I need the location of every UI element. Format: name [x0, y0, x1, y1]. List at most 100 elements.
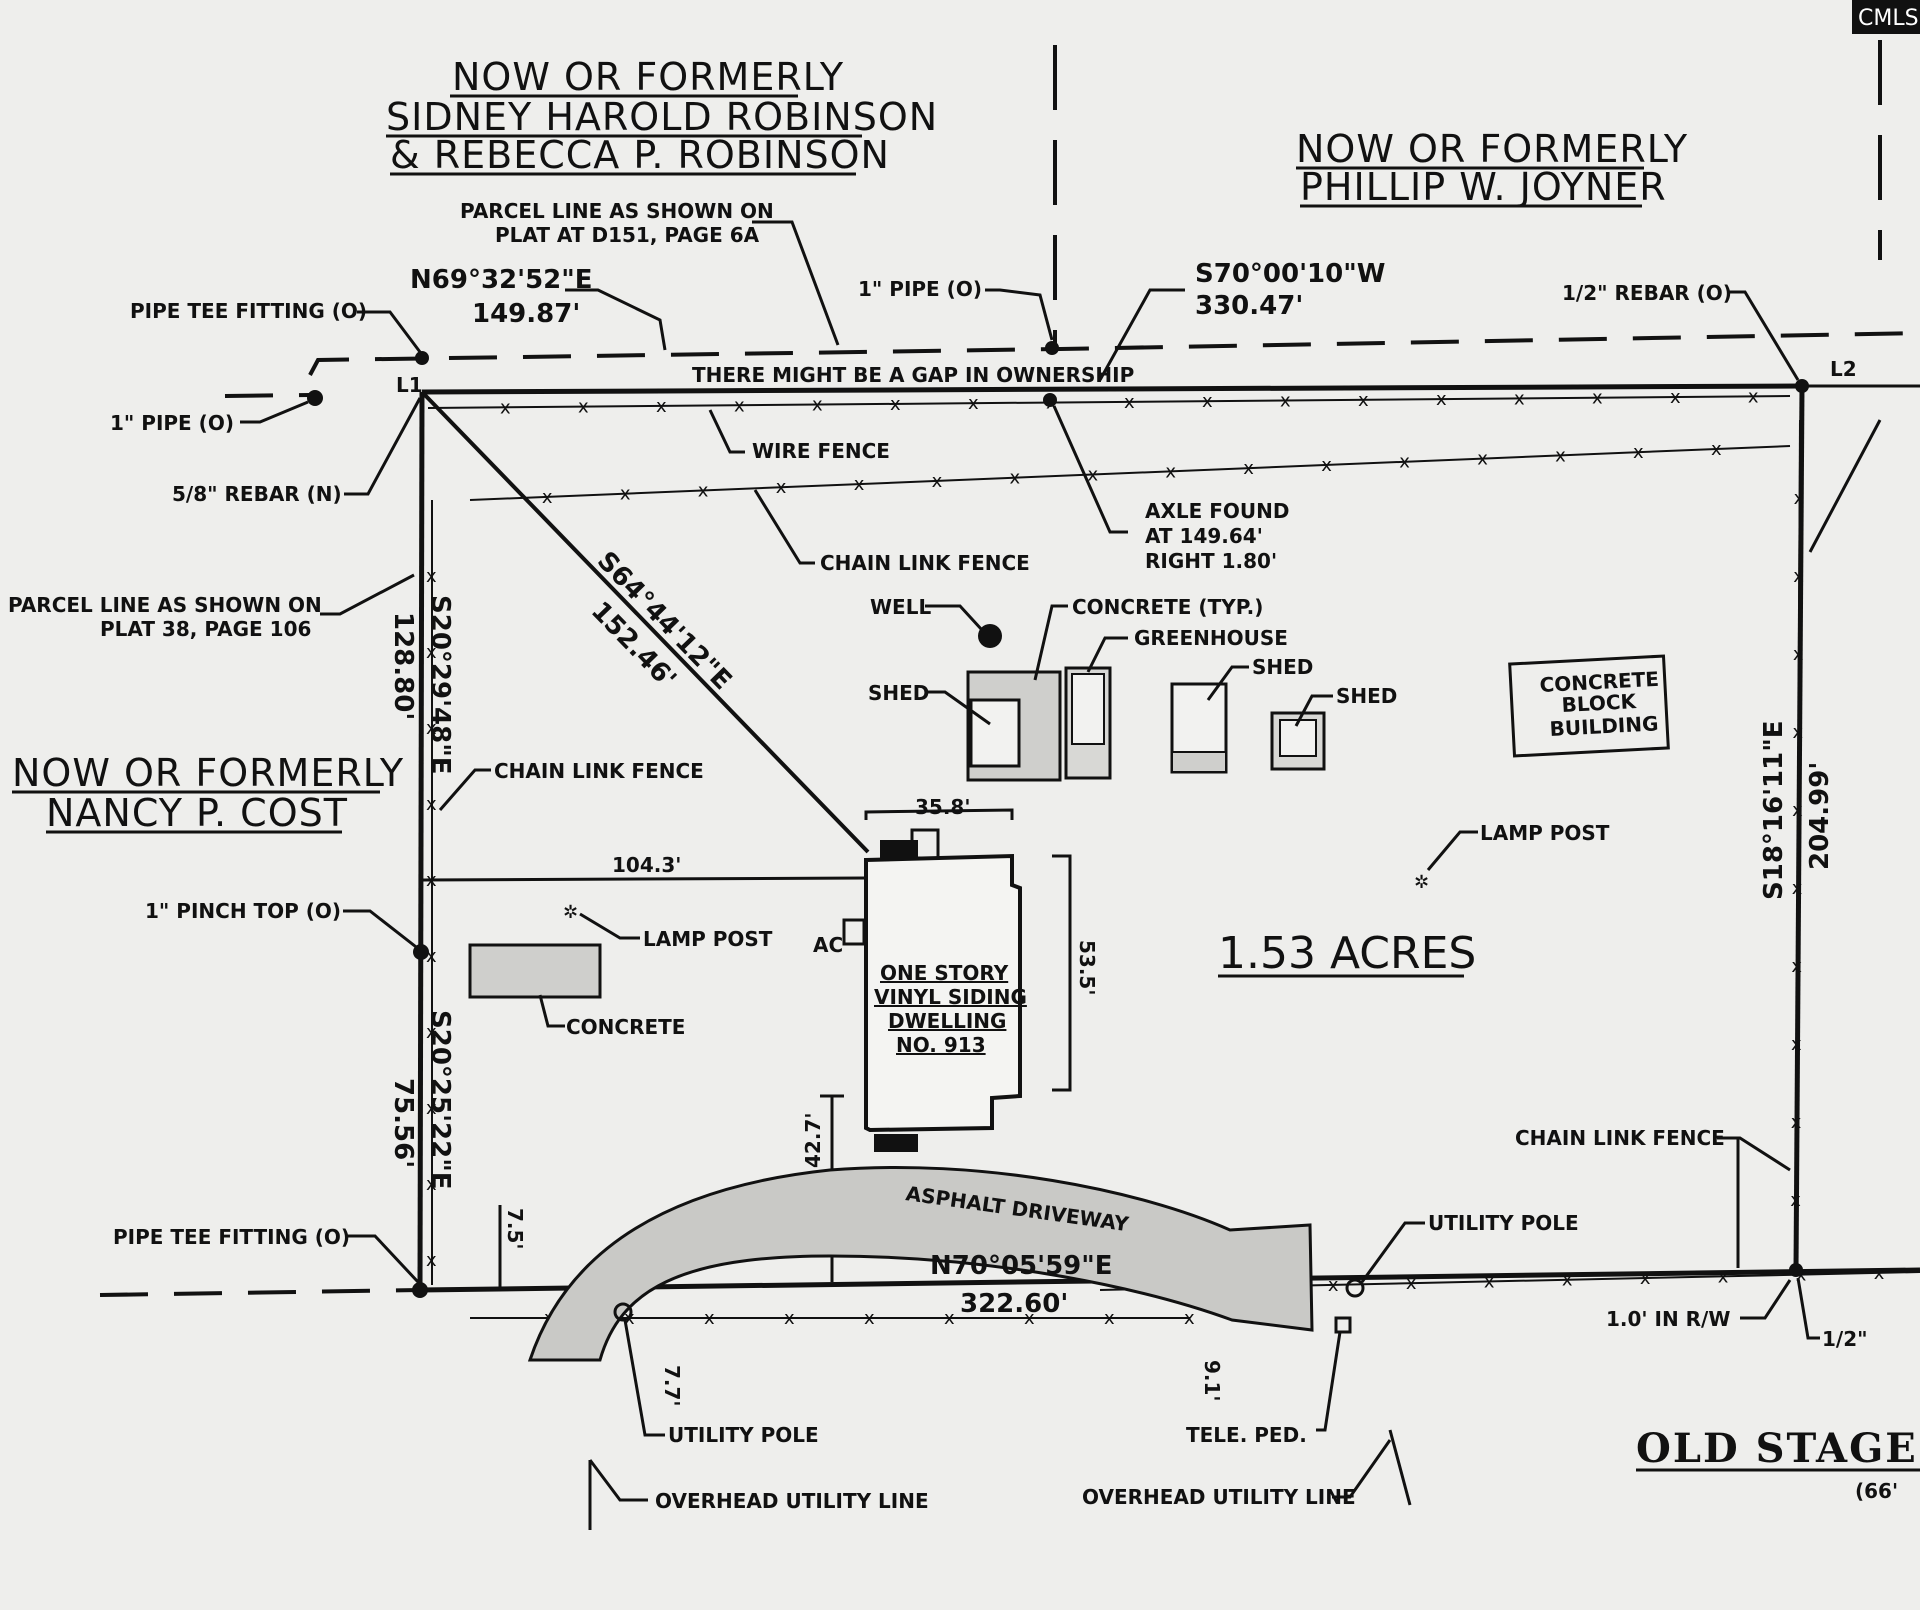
leader-chain-fence-east: [1717, 1136, 1791, 1172]
chain-fence-inner-line: [469, 445, 1791, 501]
shed-left-label: SHED: [868, 681, 929, 705]
half-inch-label: 1/2": [1822, 1327, 1868, 1351]
east-bearing: S18°16'11"E: [1759, 720, 1789, 900]
chain-fence-west-mark: x: [426, 1174, 437, 1195]
half-inch-rebar-marker-se: [1789, 1263, 1803, 1277]
leader-wire-fence: [708, 409, 745, 454]
chain-fence-east-mark: x: [1794, 488, 1805, 509]
lamp-post-left-symbol: ✲: [563, 902, 578, 923]
chain-fence-road-mark: x: [1640, 1268, 1651, 1289]
chain-fence-inner-mark: x: [1243, 458, 1254, 479]
callout-labels: PARCEL LINE AS SHOWN ON PLAT AT D151, PA…: [8, 199, 1920, 1513]
wire-fence-mark: x: [500, 397, 511, 418]
dim-75-label: 7.5': [503, 1208, 527, 1250]
well-label: WELL: [870, 595, 931, 619]
chain-fence-south-mark: x: [864, 1308, 875, 1329]
wire-fence-mark: x: [1280, 390, 1291, 411]
utility-pole-left-symbol: [613, 1302, 633, 1322]
chain-fence-east-mark: x: [1792, 878, 1803, 899]
leader-pipe-tee-sw: [345, 1234, 420, 1284]
lamp-post-right-symbol: ✲: [1414, 872, 1429, 893]
axle-label-1: AXLE FOUND: [1145, 499, 1290, 523]
rebar-ne-label: 1/2" REBAR (O): [1562, 281, 1732, 305]
utility-pole-right-label: UTILITY POLE: [1428, 1211, 1579, 1235]
chain-fence-road-mark: x: [1562, 1270, 1573, 1291]
house-label-4: NO. 913: [896, 1033, 986, 1057]
chain-fence-top-label: CHAIN LINK FENCE: [820, 551, 1030, 575]
bearings: N69°32'52"E 149.87' S70°00'10"W 330.47' …: [388, 259, 1857, 1319]
house-label-1: ONE STORY: [880, 961, 1009, 985]
pinch-top-label: 1" PINCH TOP (O): [145, 899, 341, 923]
chain-fence-road-mark: x: [1406, 1273, 1417, 1294]
chain-fence-inner-mark: x: [854, 474, 865, 495]
chain-fence-road-mark: x: [1328, 1275, 1339, 1296]
wire-fence-mark: x: [890, 394, 901, 415]
corner-l1: L1: [396, 373, 423, 397]
asphalt-driveway: [527, 1165, 1314, 1362]
in-rw-label: 1.0' IN R/W: [1606, 1307, 1730, 1331]
chain-fence-inner-mark: x: [1399, 452, 1410, 473]
ac-label: AC: [813, 933, 843, 957]
monuments: [307, 341, 1809, 1298]
utility-pole-right-symbol: [1345, 1278, 1365, 1298]
pipe-marker-top: [1045, 341, 1059, 355]
parcel-line-top-label-1: PARCEL LINE AS SHOWN ON: [460, 199, 774, 223]
overhead-right-label: OVERHEAD UTILITY LINE: [1082, 1485, 1356, 1509]
owner-north-left-line3: & REBECCA P. ROBINSON: [390, 133, 890, 177]
corner-l2: L2: [1830, 357, 1857, 381]
chain-fence-road-mark: x: [1718, 1266, 1729, 1287]
road-name: OLD STAGE C: [1636, 1425, 1920, 1472]
north-parcel-dashed-line: [308, 331, 1920, 376]
parcel-line-west-label-2: PLAT 38, PAGE 106: [100, 617, 311, 641]
chain-fence-west-mark: x: [426, 946, 437, 967]
east-leader-stub: [1808, 419, 1882, 553]
chain-fence-inner-mark: x: [1010, 468, 1021, 489]
chain-fence-road-mark: x: [1484, 1271, 1495, 1292]
leader-parcel-line-west: [320, 573, 415, 616]
owner-west-line1: NOW OR FORMERLY: [12, 751, 404, 795]
setback-42-label: 42.7': [801, 1113, 825, 1168]
chain-fence-south-mark: x: [1024, 1308, 1035, 1329]
offset-104-line: [421, 876, 867, 882]
leader-concrete-typ: [1033, 604, 1068, 681]
owner-north-left-line2: SIDNEY HAROLD ROBINSON: [386, 95, 938, 139]
leader-overhead-left: [588, 1459, 648, 1502]
house-depth-dimension: [1052, 854, 1072, 1092]
greenhouse-label: GREENHOUSE: [1134, 626, 1288, 650]
chain-fence-road-mark: x: [1874, 1263, 1885, 1284]
north-left-distance: 149.87': [472, 299, 580, 329]
lamp-post-left-label: LAMP POST: [643, 927, 773, 951]
south-distance: 322.60': [960, 1289, 1068, 1319]
tele-ped-label: TELE. PED.: [1186, 1423, 1307, 1447]
ac-unit: [842, 918, 866, 946]
leader-chain-fence-top: [753, 489, 815, 565]
leader-pipe-top: [985, 288, 1054, 341]
owner-north-left: NOW OR FORMERLY SIDNEY HAROLD ROBINSON &…: [386, 55, 938, 177]
rebar-marker-ne: [1795, 379, 1809, 393]
chain-fence-road-mark: x: [1796, 1265, 1807, 1286]
chain-fence-inner-mark: x: [1633, 442, 1644, 463]
site-fixtures: ✲ ✲: [563, 872, 1429, 1334]
chain-fence-south-mark: x: [1104, 1308, 1115, 1329]
chain-fence-south-mark: x: [1184, 1308, 1195, 1329]
owner-north-left-line1: NOW OR FORMERLY: [452, 55, 844, 99]
west-upper-distance: 128.80': [388, 612, 418, 720]
dwelling-stoop: [910, 828, 940, 860]
leader-concrete-pad: [538, 994, 565, 1028]
utility-pole-left-label: UTILITY POLE: [668, 1423, 819, 1447]
leader-well: [925, 604, 984, 632]
chain-fence-inner-mark: x: [1711, 439, 1722, 460]
south-bearing: N70°05'59"E: [930, 1251, 1113, 1281]
chain-fence-east-label: CHAIN LINK FENCE: [1515, 1126, 1725, 1150]
wire-fence-mark: x: [1670, 387, 1681, 408]
wire-fence-line: [427, 395, 1791, 409]
chain-fence-inner-mark: x: [776, 477, 787, 498]
leader-shed-left: [926, 690, 991, 726]
leader-axle: [1052, 405, 1128, 534]
chain-fence-east-mark: x: [1791, 1112, 1802, 1133]
structures: [421, 654, 1670, 1290]
wire-fence-mark: x: [1436, 389, 1447, 410]
mls-badge: CMLS: [1852, 0, 1920, 34]
house-width-label: 35.8': [915, 795, 970, 819]
chain-fence-east-mark: x: [1793, 566, 1804, 587]
